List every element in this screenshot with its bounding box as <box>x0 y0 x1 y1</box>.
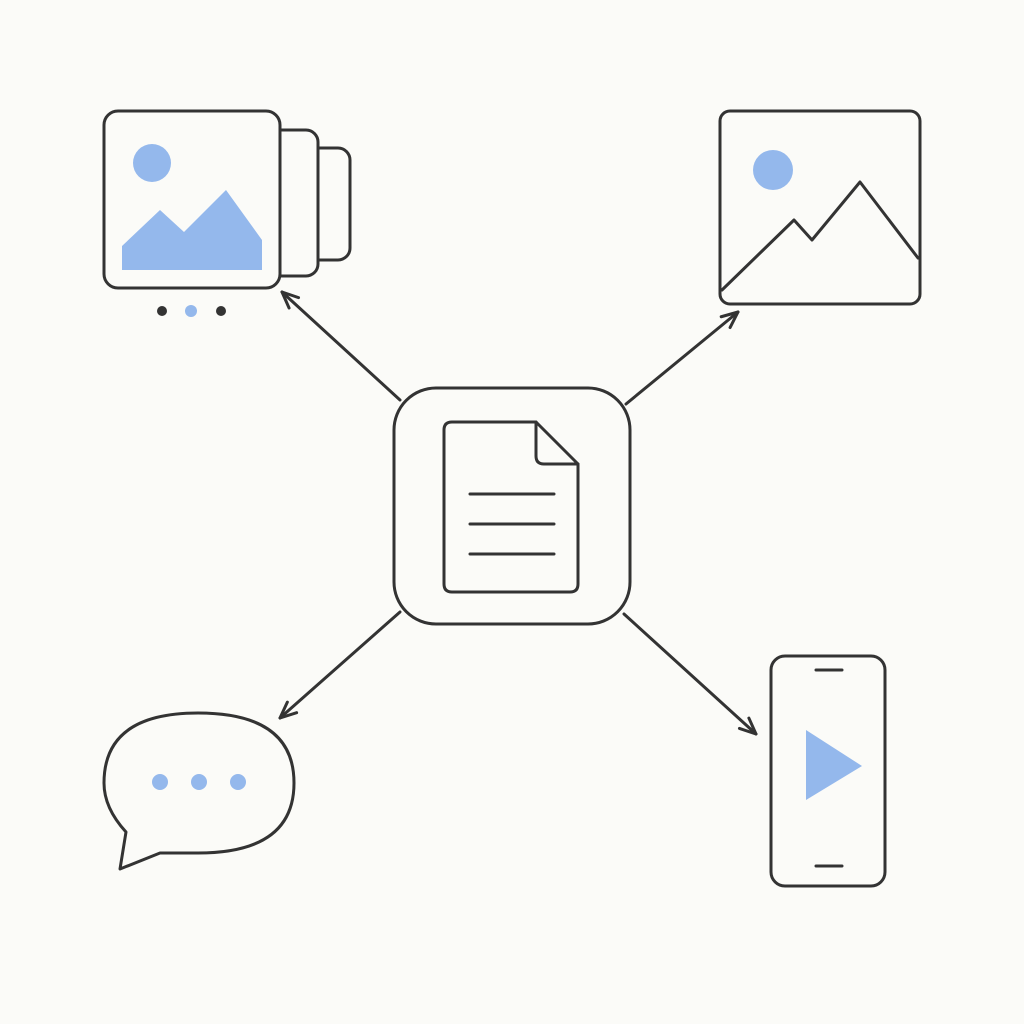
document-icon <box>442 420 580 594</box>
arrow-to-carousel <box>280 290 402 402</box>
landscape-image-icon <box>718 109 922 306</box>
typing-dot <box>191 774 207 790</box>
play-icon <box>806 730 862 800</box>
arrow-to-chat <box>278 610 402 720</box>
mobile-video-icon <box>769 654 887 888</box>
typing-dot <box>152 774 168 790</box>
arrow-to-image <box>624 310 740 406</box>
sun-shape <box>133 144 171 182</box>
sun-shape <box>753 150 793 190</box>
hub-node <box>392 386 632 626</box>
speech-bubble <box>102 711 296 871</box>
mountain-outline <box>720 180 920 292</box>
mountain-shape <box>122 190 262 270</box>
image-carousel-icon <box>102 109 352 317</box>
carousel-dots <box>157 305 226 317</box>
typing-dot <box>230 774 246 790</box>
image-frame <box>718 109 922 306</box>
arrow-to-video <box>622 612 758 736</box>
connections <box>278 290 758 736</box>
chat-bubble-icon <box>102 711 296 871</box>
hub-container <box>392 386 632 626</box>
